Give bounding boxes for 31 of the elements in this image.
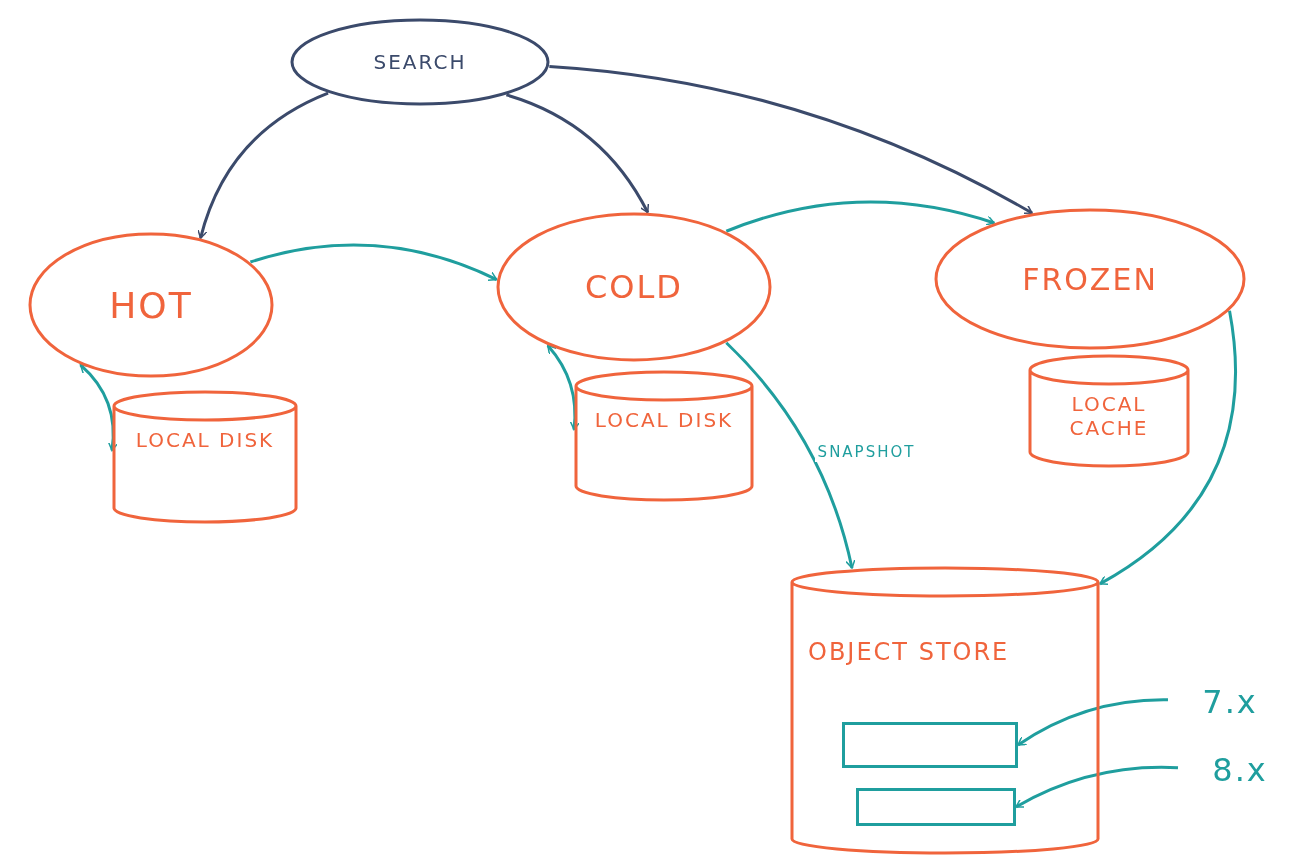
tier-ellipse (28, 232, 274, 378)
node-label: SEARCH (373, 50, 467, 74)
node-label: LOCAL DISK (135, 428, 275, 452)
arrow (249, 243, 498, 282)
arrow (79, 363, 119, 452)
arrow (546, 344, 580, 431)
node-label: OBJECT STORE (808, 638, 1010, 666)
node-label: HOT (109, 284, 193, 326)
arrow (1099, 310, 1237, 586)
arrow (197, 91, 329, 239)
arrow (549, 64, 1033, 215)
search-ellipse (290, 18, 550, 106)
tier-ellipse (934, 208, 1246, 350)
arrow (725, 200, 995, 233)
node-label: FROZEN (1022, 261, 1158, 297)
node-label: COLD (585, 268, 683, 306)
tier-ellipse (496, 212, 772, 362)
arrow (725, 341, 856, 569)
node-label: 8.x (1212, 751, 1268, 789)
arrow (505, 93, 650, 214)
node-label: LOCAL DISK (594, 408, 734, 432)
data-bar (842, 722, 1018, 768)
arrow (1015, 765, 1179, 809)
arrow (1017, 698, 1168, 747)
node-label: LOCAL CACHE (1068, 392, 1150, 440)
storage-cylinder (112, 392, 298, 522)
storage-cylinder (1028, 356, 1190, 466)
storage-cylinder (790, 568, 1100, 853)
data-bar (856, 788, 1016, 826)
node-label: 7.x (1202, 683, 1258, 721)
storage-cylinder (574, 372, 754, 500)
